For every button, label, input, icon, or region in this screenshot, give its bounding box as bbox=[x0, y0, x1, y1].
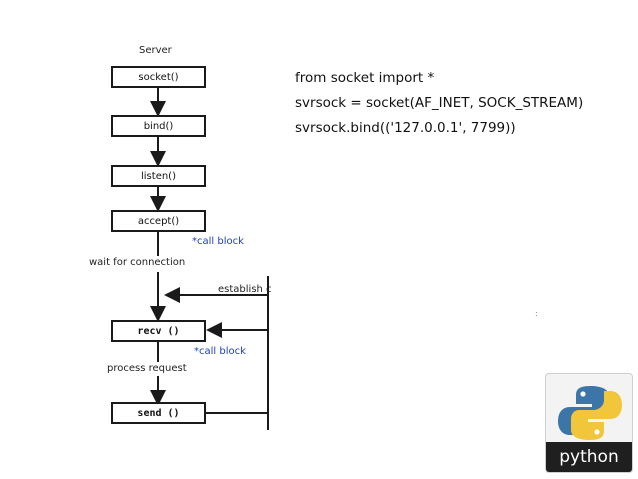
code-line: from socket import * bbox=[295, 70, 435, 86]
python-logo: python bbox=[545, 373, 633, 473]
call-block-label-1: *call block bbox=[192, 236, 244, 247]
process-label: process request bbox=[107, 363, 187, 374]
socket-box: socket() bbox=[111, 66, 206, 88]
python-snakes-icon bbox=[558, 386, 622, 440]
wait-label: wait for connection bbox=[89, 257, 186, 268]
establish-label: establish c bbox=[218, 284, 272, 295]
python-logo-text: python bbox=[546, 442, 632, 472]
listen-box: listen() bbox=[111, 165, 206, 187]
send-box: send () bbox=[111, 402, 206, 424]
diagram-title: Server bbox=[139, 45, 172, 56]
call-block-label-2: *call block bbox=[194, 346, 246, 357]
bind-box: bind() bbox=[111, 115, 206, 137]
stray-mark: : bbox=[535, 309, 538, 318]
code-line: svrsock = socket(AF_INET, SOCK_STREAM) bbox=[295, 95, 584, 111]
accept-box: accept() bbox=[111, 210, 206, 232]
code-line: svrsock.bind(('127.0.0.1', 7799)) bbox=[295, 120, 516, 136]
recv-box: recv () bbox=[111, 320, 206, 342]
code-block: from socket import * svrsock = socket(AF… bbox=[295, 66, 583, 141]
